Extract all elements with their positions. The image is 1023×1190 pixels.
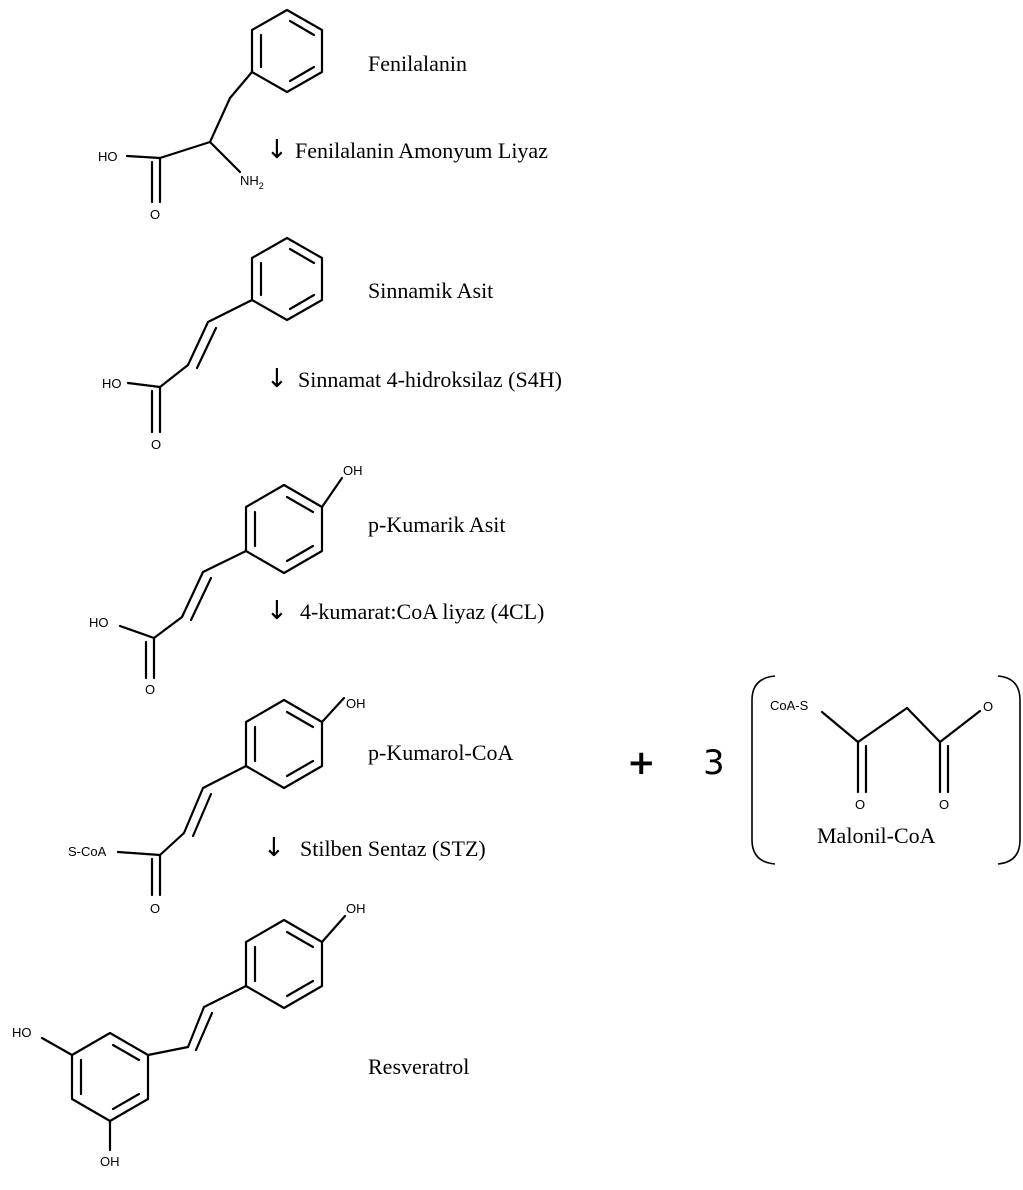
phenylalanine-amine-label: NH2: [240, 173, 264, 191]
malonyl-acid-o-label: O: [939, 797, 949, 812]
coumaroyl-oh-label: OH: [346, 696, 366, 711]
cinnamic-name: Sinnamik Asit: [368, 278, 493, 303]
malonyl-coefficient: 3: [703, 743, 725, 783]
resveratrol-name: Resveratrol: [368, 1054, 469, 1079]
coumaric-structure: OH HO O: [89, 463, 363, 697]
coumaroyl-carbonyl-o-label: O: [150, 901, 160, 916]
coumaroyl-name: p-Kumarol-CoA: [368, 740, 514, 765]
resveratrol-structure: OH HO OH: [12, 901, 366, 1169]
coumaric-oh-label: OH: [343, 463, 363, 478]
malonyl-structure: CoA-S O O O: [770, 698, 993, 812]
malonyl-name: Malonil-CoA: [817, 823, 936, 848]
malonyl-carboxylate-o-label: O: [983, 699, 993, 714]
c4h-arrow-icon: ↓: [266, 364, 288, 394]
malonyl-right-bracket: [997, 675, 1021, 865]
phenylalanine-name: Fenilalanin: [368, 51, 467, 76]
phenylalanine-ring: [250, 8, 324, 94]
resveratrol-bottom-oh-label: OH: [100, 1154, 120, 1169]
coumaric-ho-label: HO: [89, 615, 109, 630]
cinnamic-carbonyl-o-label: O: [151, 437, 161, 452]
coumaric-name: p-Kumarik Asit: [368, 512, 506, 537]
phenylalanine-amine-nh: NH: [240, 173, 259, 188]
phenylalanine-ho-label: HO: [98, 149, 118, 164]
c4h-enzyme-label: Sinnamat 4-hidroksilaz (S4H): [298, 367, 562, 392]
malonyl-keto-o-label: O: [855, 797, 865, 812]
coumaroyl-bonds: [116, 696, 346, 897]
phenylalanine-carbonyl-o-label: O: [150, 207, 160, 222]
malonyl-left-bracket: [751, 675, 776, 865]
fourcl-enzyme-label: 4-kumarat:CoA liyaz (4CL): [300, 599, 544, 624]
sts-arrow-icon: ↓: [263, 833, 285, 863]
coumaric-bonds: [118, 476, 344, 680]
malonyl-coas-label: CoA-S: [770, 698, 809, 713]
phenylalanine-structure: HO O NH2: [98, 8, 324, 222]
phenylalanine-amine-subscript: 2: [259, 181, 264, 191]
sts-enzyme-label: Stilben Sentaz (STZ): [300, 836, 486, 861]
plus-sign: +: [627, 743, 656, 783]
coumaric-carbonyl-o-label: O: [145, 682, 155, 697]
cinnamic-structure: HO O: [102, 236, 324, 452]
fourcl-arrow-icon: ↓: [266, 596, 288, 626]
cinnamic-ho-label: HO: [102, 376, 122, 391]
cinnamic-bonds: [126, 298, 254, 434]
coumaroyl-scoa-label: S-CoA: [68, 844, 107, 859]
pal-enzyme-label: Fenilalanin Amonyum Liyaz: [295, 138, 548, 163]
phenylalanine-bonds: [125, 70, 254, 204]
malonyl-bracket: [751, 675, 1021, 865]
cinnamic-ring: [250, 236, 324, 322]
resveratrol-upper-ring: [244, 918, 324, 1010]
malonyl-bonds: [820, 706, 982, 794]
resveratrol-left-ho-label: HO: [12, 1025, 32, 1040]
coumaric-ring: [244, 483, 324, 575]
pal-arrow-icon: ↓: [266, 135, 288, 165]
resveratrol-top-oh-label: OH: [346, 901, 366, 916]
coumaroyl-ring: [244, 698, 324, 790]
coumaroyl-structure: OH S-CoA O: [68, 696, 366, 916]
resveratrol-bonds: [40, 914, 347, 1152]
resveratrol-lower-ring: [70, 1031, 150, 1123]
